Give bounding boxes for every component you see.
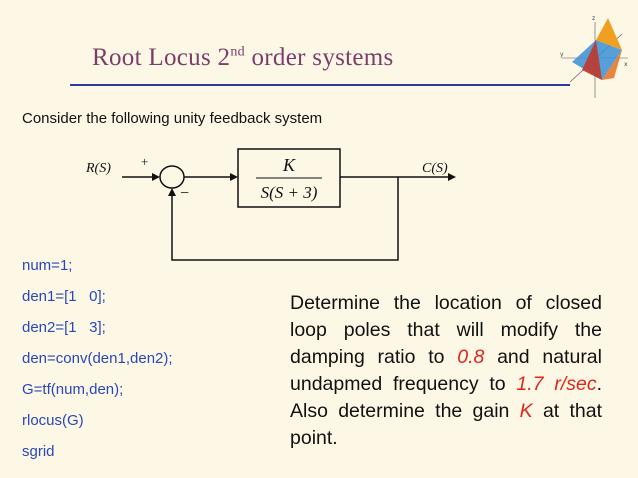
feedback-path: [171, 177, 399, 261]
code-line: num=1;: [22, 257, 73, 274]
code-line: den2=[1 3];: [22, 319, 106, 336]
svg-text:x: x: [624, 61, 628, 68]
code-line: den1=[1 0];: [22, 288, 106, 305]
problem-statement: Determine the location of closed loop po…: [290, 292, 602, 449]
code-line: den=conv(den1,den2);: [22, 350, 173, 367]
intro-text: Consider the following unity feedback sy…: [22, 110, 323, 127]
matlab-logo: y z x: [560, 15, 628, 98]
matlab-code: num=1; den1=[1 0]; den2=[1 3]; den=conv(…: [22, 256, 173, 473]
damping-ratio-value: 0.8: [457, 346, 485, 368]
tf-denominator: S(S + 3): [261, 183, 318, 202]
output-label: C(S): [422, 161, 448, 176]
code-line: sgrid: [22, 443, 55, 460]
gain-symbol: K: [519, 400, 533, 422]
svg-text:y: y: [560, 51, 564, 58]
title-underline: [70, 84, 570, 86]
svg-text:z: z: [592, 15, 595, 22]
code-line: G=tf(num,den);: [22, 381, 124, 398]
frequency-value: 1.7 r/sec: [516, 373, 597, 395]
tf-numerator: K: [282, 155, 296, 175]
plus-sign: +: [141, 154, 148, 169]
input-label: R(S): [85, 161, 111, 176]
slide-title: Root Locus 2nd order systems: [92, 44, 394, 71]
minus-sign: −: [180, 185, 189, 202]
block-diagram: R(S) + − K S(S + 3) C(S): [85, 148, 456, 261]
code-line: rlocus(G): [22, 412, 84, 429]
